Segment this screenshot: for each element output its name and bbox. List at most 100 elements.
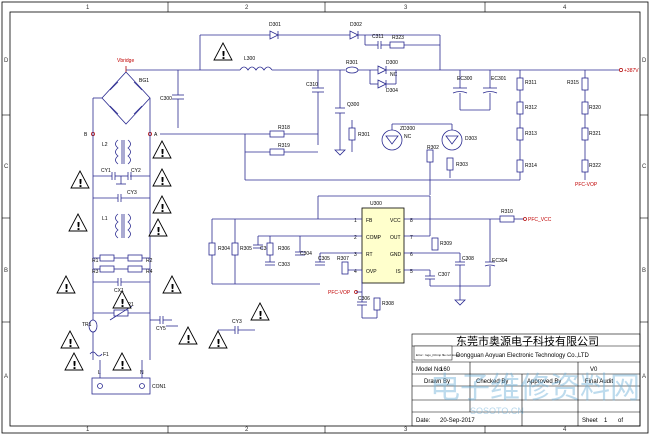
final-audit-label: Final Audit (585, 379, 613, 385)
r321-label: R321 (589, 131, 601, 137)
svg-text:!: ! (160, 147, 165, 160)
warning-icon: ! (148, 218, 168, 238)
d300-diode (377, 65, 387, 75)
pfc-controller: U300 1 FB 2 COMP 3 RT 4 OVP 8 VCC 7 OUT … (208, 195, 552, 319)
grid-col-1: 1 (86, 5, 90, 11)
r309-resistor (431, 237, 439, 251)
ec304-label: EC304 (492, 258, 508, 264)
q300-label: Q300 (347, 102, 359, 108)
r3-label: R3 (92, 269, 99, 275)
d303-label: D303 (465, 136, 477, 142)
r312-label: R312 (525, 105, 537, 111)
grid-col-3-bottom: 3 (404, 427, 408, 433)
d301-label: D301 (269, 22, 281, 28)
model-label: Model No. (416, 367, 444, 373)
nc1-label: NC (390, 72, 398, 78)
r311-label: R311 (525, 80, 537, 86)
pin-7-num: 7 (410, 235, 413, 241)
d302-diode (349, 30, 359, 40)
grid-col-4: 4 (563, 5, 567, 11)
grid-col-2: 2 (245, 5, 249, 11)
pin-2-name: COMP (366, 235, 382, 241)
r308-resistor (373, 297, 381, 311)
r2-label: R2 (146, 258, 153, 264)
c311-label: C311 (372, 34, 384, 40)
svg-text:!: ! (160, 175, 165, 188)
bridge-rectifier: BG1 (101, 71, 151, 125)
r318-label: R318 (278, 125, 290, 131)
r315-label: R315 (567, 80, 579, 86)
r303-label: R303 (456, 162, 468, 168)
grid-col-2-bottom: 2 (245, 427, 249, 433)
pin-5-num: 5 (410, 269, 413, 275)
r302-resistor (426, 149, 434, 163)
r313-label: R313 (525, 131, 537, 137)
checked-by-label: Checked By (476, 379, 508, 385)
version-value: V0 (590, 367, 598, 373)
warning-icon: ! (152, 195, 172, 215)
r301-resistor (348, 127, 356, 141)
r313-resistor (516, 127, 524, 141)
grid-row-d: D (4, 58, 9, 64)
grid-row-b: B (4, 268, 8, 274)
r304-label: R304 (218, 246, 230, 252)
r319-label: R319 (278, 143, 290, 149)
pin-7-name: OUT (390, 235, 401, 241)
pin-5-name: IS (396, 269, 401, 275)
l1-inductor (115, 213, 119, 239)
ec301-label: EC301 (491, 76, 507, 82)
r314-resistor (516, 159, 524, 173)
r315-resistor (581, 77, 589, 91)
r309-label: R309 (440, 241, 452, 247)
r308-label: R308 (382, 301, 394, 307)
svg-text:!: ! (170, 282, 175, 295)
company-name-en: Dongguan Aoyuan Electronic Technology Co… (456, 353, 590, 359)
r306-resistor (266, 242, 274, 256)
sheet-number: 1 (604, 418, 608, 424)
r318-resistor (269, 130, 285, 138)
r322-label: R322 (589, 163, 601, 169)
grid-col-4-bottom: 4 (563, 427, 567, 433)
l2-inductor (115, 139, 119, 165)
grid-row-a-right: A (642, 374, 646, 380)
svg-text:!: ! (78, 177, 83, 190)
pin-3-name: RT (366, 252, 373, 258)
c308-label: C308 (462, 256, 474, 262)
zd300-label: ZD300 (400, 126, 415, 132)
ec300-label: EC300 (457, 76, 473, 82)
warning-icon: ! (56, 275, 76, 295)
grid-col-3: 3 (404, 5, 408, 11)
cx1-label: CX1 (114, 288, 124, 294)
svg-text:!: ! (76, 220, 81, 233)
sheet-of: of (618, 418, 623, 424)
tr1-label: TR1 (82, 322, 92, 328)
pin-4-num: 4 (354, 269, 357, 275)
c303-label: C303 (278, 262, 290, 268)
svg-text:!: ! (186, 333, 191, 346)
r320-label: R320 (589, 105, 601, 111)
warning-icon: ! (64, 352, 84, 372)
r305-resistor (231, 242, 239, 256)
svg-text:!: ! (221, 49, 226, 62)
r311-resistor (516, 77, 524, 91)
warning-icon: ! (112, 352, 132, 372)
warning-markers: ! ! ! ! ! ! ! ! ! ! ! ! ! ! ! ! (56, 42, 270, 372)
svg-text:!: ! (258, 309, 263, 322)
pin-2-num: 2 (354, 235, 357, 241)
nc2-label: NC (404, 134, 412, 140)
c310-label: C310 (306, 82, 318, 88)
c305-label: C305 (318, 256, 330, 262)
out-387v-label: +387V (624, 68, 639, 74)
warning-icon: ! (152, 140, 172, 160)
pin-3-num: 3 (354, 252, 357, 258)
svg-text:!: ! (72, 359, 77, 372)
r301-top-label: R301 (346, 60, 358, 66)
logo-text: Error : logo_ill.bmp file not found. (416, 353, 460, 357)
warning-icon: ! (68, 213, 88, 233)
r4-label: R4 (146, 269, 153, 275)
grid-row-d-right: D (642, 58, 647, 64)
svg-text:!: ! (120, 297, 125, 310)
r303-resistor (446, 157, 454, 171)
svg-text:!: ! (156, 225, 161, 238)
